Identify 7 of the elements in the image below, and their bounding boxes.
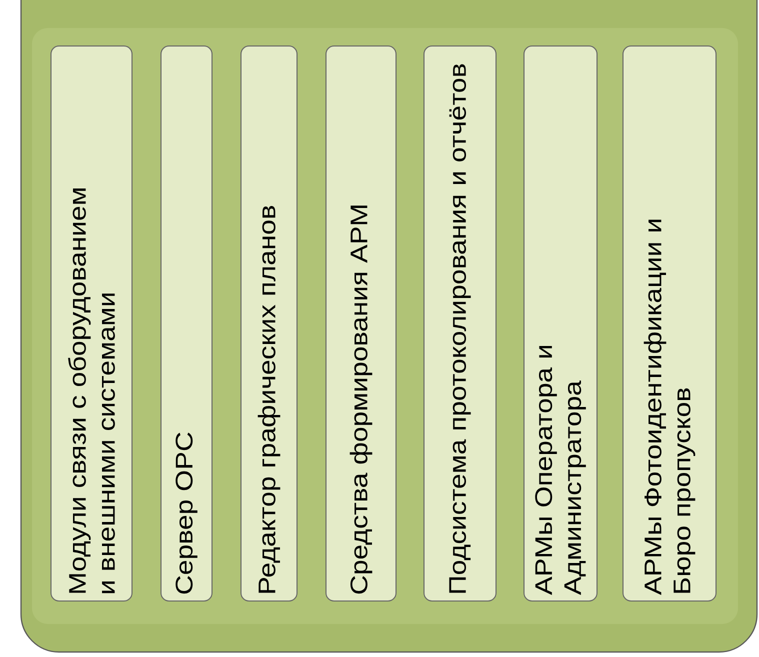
text-column-box: Модули связи с оборудованием и внешними системами <box>50 46 132 602</box>
text-column-box: Средства формирования АРМ <box>326 46 396 602</box>
text-column-box: АРМы Оператора и Администратора <box>524 46 598 602</box>
text-column-box: Редактор графических планов <box>240 46 298 602</box>
text-column-box: АРМы Фотоидентификации и Бюро пропусков <box>622 46 716 602</box>
text-column-box: Подсистема протоколирования и отчётов <box>424 46 496 602</box>
text-column-box: Сервер OPC <box>160 46 212 602</box>
